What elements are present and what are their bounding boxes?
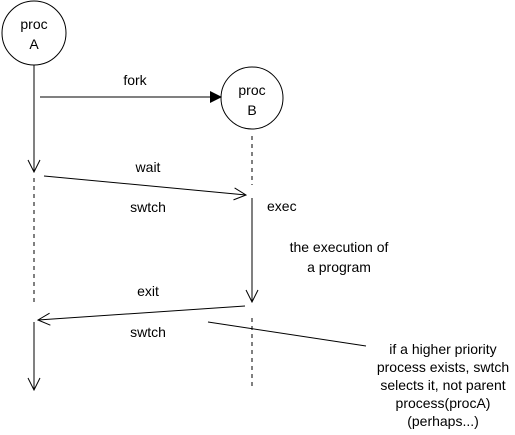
proc-b-node: proc B xyxy=(220,66,284,130)
wait-label: wait xyxy=(135,159,161,175)
fork-label: fork xyxy=(123,72,147,88)
execution-label-line1: the execution of xyxy=(290,239,389,255)
priority-note: if a higher priority process exists, swt… xyxy=(377,341,509,429)
note-connector xyxy=(207,321,367,347)
note-line1: if a higher priority xyxy=(389,341,496,357)
exec-label: exec xyxy=(267,198,297,214)
wait-arrow xyxy=(43,175,246,195)
proc-a-circle xyxy=(1,0,67,66)
note-line3: selects it, not parent xyxy=(380,377,505,393)
proc-b-label-line2: B xyxy=(247,102,256,118)
proc-a-node: proc A xyxy=(1,0,67,66)
note-line2: process exists, swtch xyxy=(377,359,509,375)
note-line4: process(procA) xyxy=(396,395,491,411)
proc-a-label-line2: A xyxy=(29,36,39,52)
note-line5: (perhaps...) xyxy=(407,413,479,429)
proc-b-circle xyxy=(220,66,284,130)
execution-label-line2: a program xyxy=(307,259,371,275)
proc-b-label-line1: proc xyxy=(238,82,265,98)
proc-a-label-line1: proc xyxy=(20,16,47,32)
exit-label: exit xyxy=(137,283,159,299)
swtch-top-label: swtch xyxy=(130,199,166,215)
swtch-bottom-label: swtch xyxy=(130,324,166,340)
exit-arrow xyxy=(38,305,246,320)
